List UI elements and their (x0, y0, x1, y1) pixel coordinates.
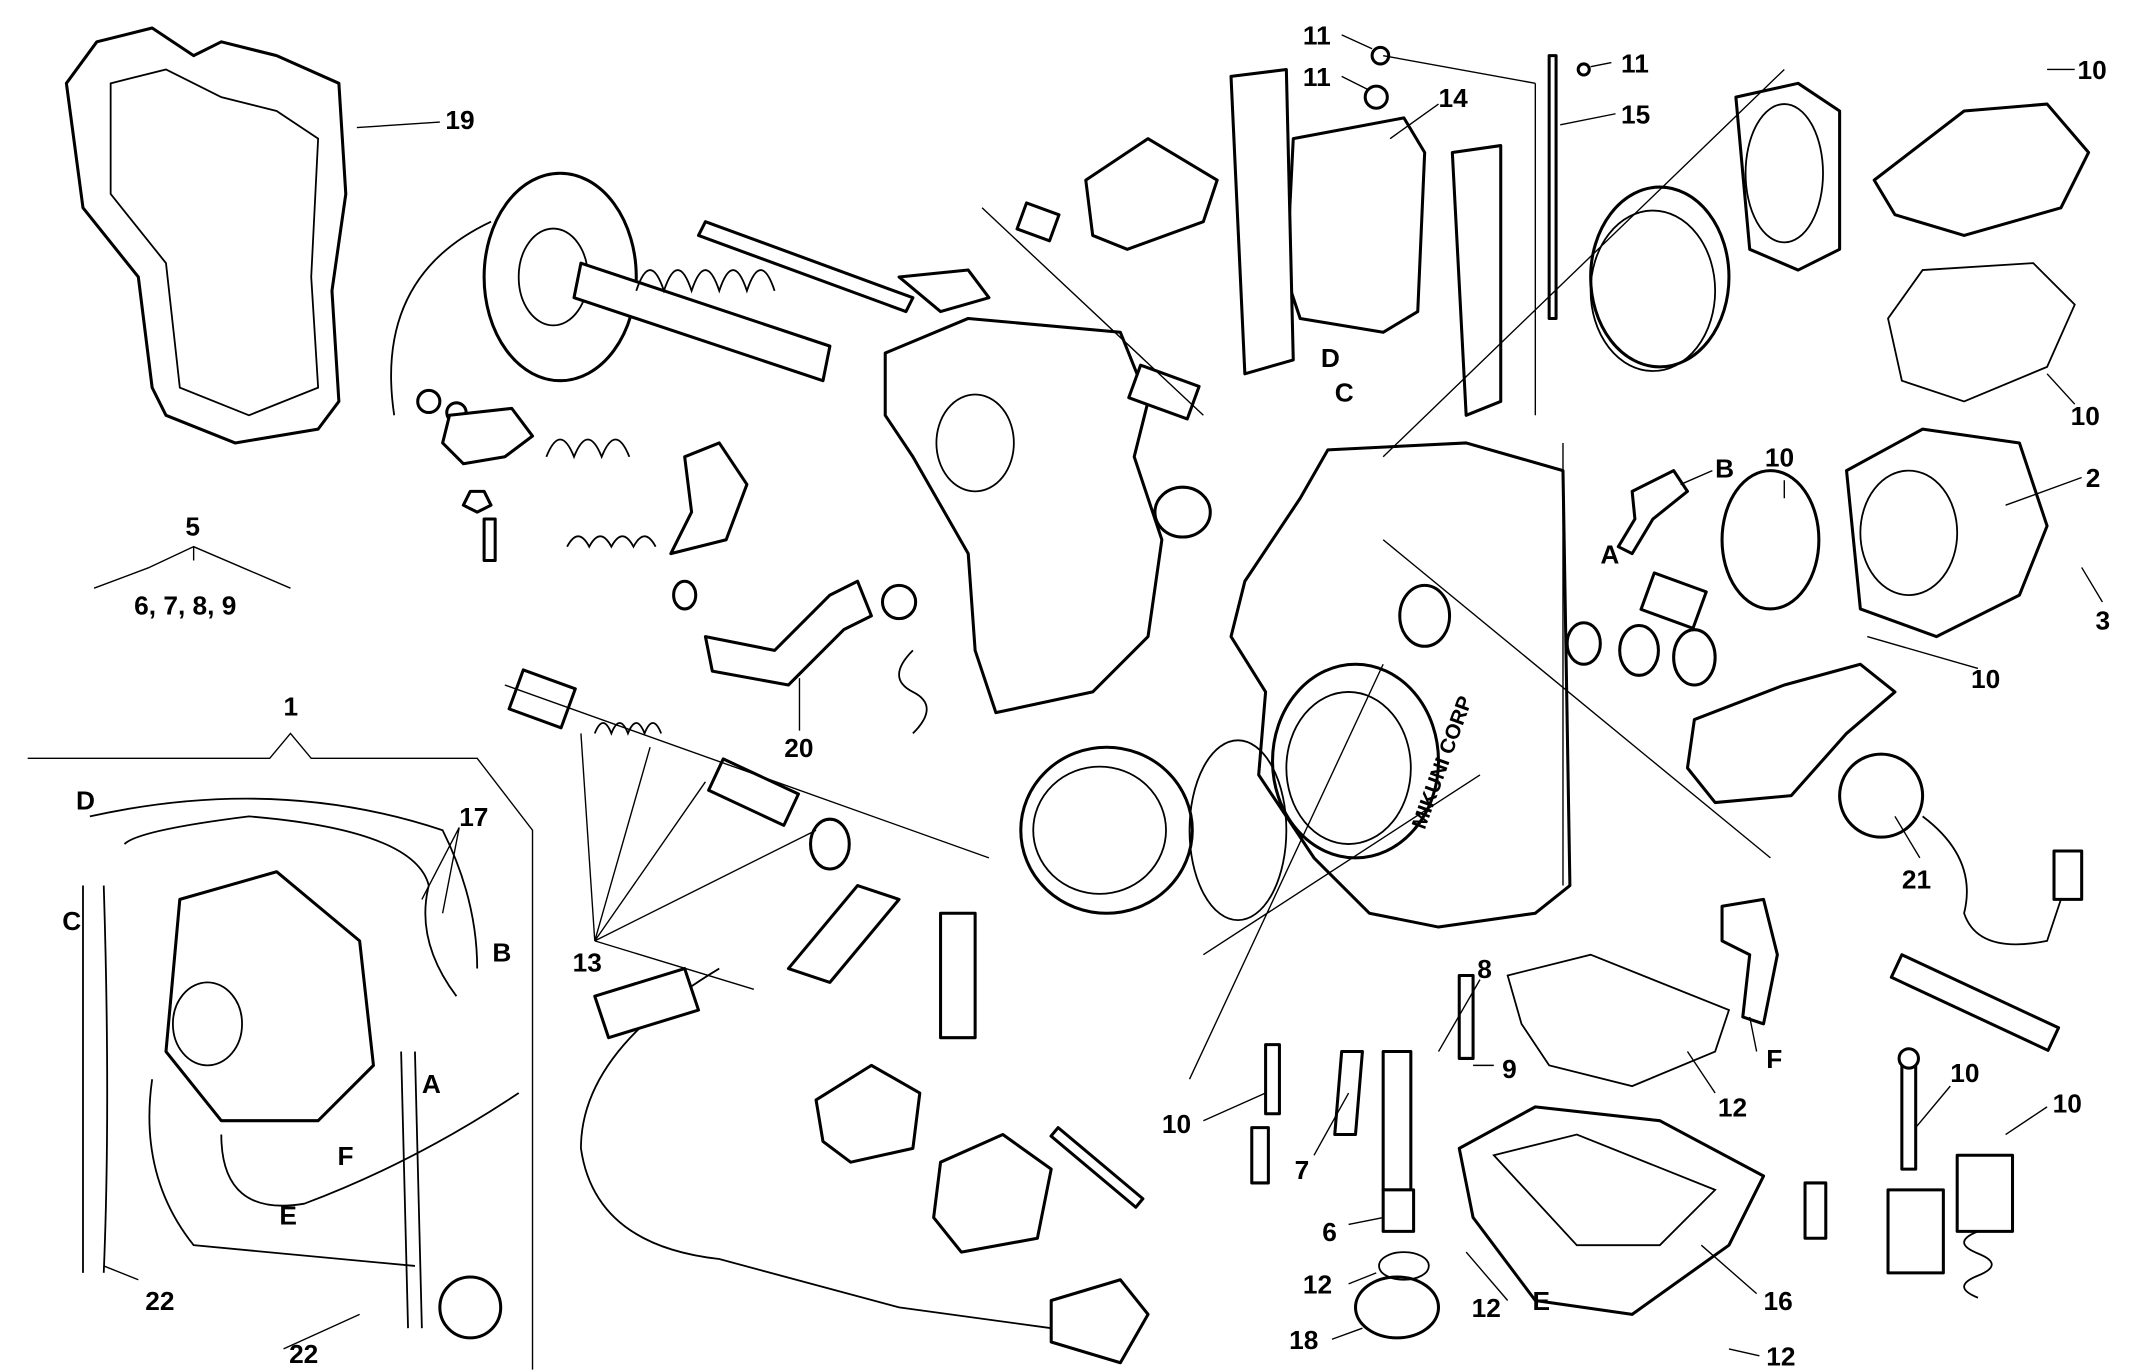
part-rings-funnels (1589, 81, 2091, 639)
label-A: A (422, 1069, 441, 1099)
label-12: 12 (1303, 1270, 1332, 1300)
label-F: F (1766, 1044, 1782, 1074)
label-2: 2 (2086, 463, 2101, 493)
label-13: 13 (573, 947, 602, 977)
part-rollers (1015, 137, 1219, 539)
label-10: 10 (1162, 1109, 1191, 1139)
part-carburetor-body: MIKUNI CORP (1019, 441, 1572, 929)
label-22: 22 (145, 1286, 174, 1316)
label-16: 16 (1764, 1286, 1793, 1316)
label-D: D (76, 785, 95, 815)
label-21: 21 (1902, 864, 1931, 894)
part-hose-20 (566, 535, 918, 687)
label-E: E (279, 1200, 297, 1230)
label-22: 22 (289, 1339, 318, 1369)
label-11: 11 (1303, 21, 1331, 51)
label-14: 14 (1438, 83, 1468, 113)
label-10: 10 (2078, 55, 2107, 85)
label-11: 11 (1621, 48, 1649, 78)
label-17: 17 (459, 802, 488, 832)
part-float-bowl-16 (1353, 953, 1766, 1340)
label-10: 10 (1971, 664, 2000, 694)
label-5: 5 (185, 512, 200, 542)
label-F: F (337, 1141, 353, 1171)
leader-lines (93, 34, 2104, 1357)
part-cover-19 (64, 26, 348, 445)
label-12: 12 (1718, 1093, 1747, 1123)
label-C: C (62, 906, 81, 936)
label-20: 20 (784, 733, 813, 763)
label-9: 9 (1502, 1054, 1517, 1084)
part-plates-right (1565, 621, 2084, 1052)
label-6-7-8-9: 6, 7, 8, 9 (134, 590, 236, 620)
label-18: 18 (1289, 1325, 1318, 1355)
part-lever-linkage (416, 388, 749, 563)
part-labels: 19 11 11 14 15 11 10 10 2 3 10 10 B A D … (62, 21, 2110, 1370)
label-10: 10 (1950, 1058, 1979, 1088)
label-7: 7 (1295, 1155, 1310, 1185)
label-10: 10 (2071, 401, 2100, 431)
part-throttle-drum (390, 171, 915, 416)
label-D: D (1321, 343, 1340, 373)
part-bracket-plate (883, 268, 1164, 735)
label-15: 15 (1621, 99, 1650, 129)
part-needle-15 (1547, 54, 1591, 320)
label-10: 10 (1765, 442, 1794, 472)
label-A: A (1600, 539, 1619, 569)
part-float (814, 911, 1145, 1254)
part-slide-14 (1229, 45, 1503, 417)
label-E: E (1533, 1286, 1551, 1316)
label-3: 3 (2096, 606, 2111, 636)
label-12: 12 (1472, 1293, 1501, 1323)
inset-kit-1 (27, 732, 534, 1370)
label-12: 12 (1766, 1342, 1795, 1370)
label-19: 19 (445, 105, 474, 135)
label-B: B (1715, 454, 1734, 484)
label-C: C (1335, 377, 1354, 407)
label-11: 11 (1303, 62, 1331, 92)
label-6: 6 (1322, 1217, 1337, 1247)
label-10: 10 (2053, 1088, 2082, 1118)
label-B: B (492, 938, 511, 968)
label-1: 1 (284, 691, 299, 721)
label-8: 8 (1477, 954, 1492, 984)
